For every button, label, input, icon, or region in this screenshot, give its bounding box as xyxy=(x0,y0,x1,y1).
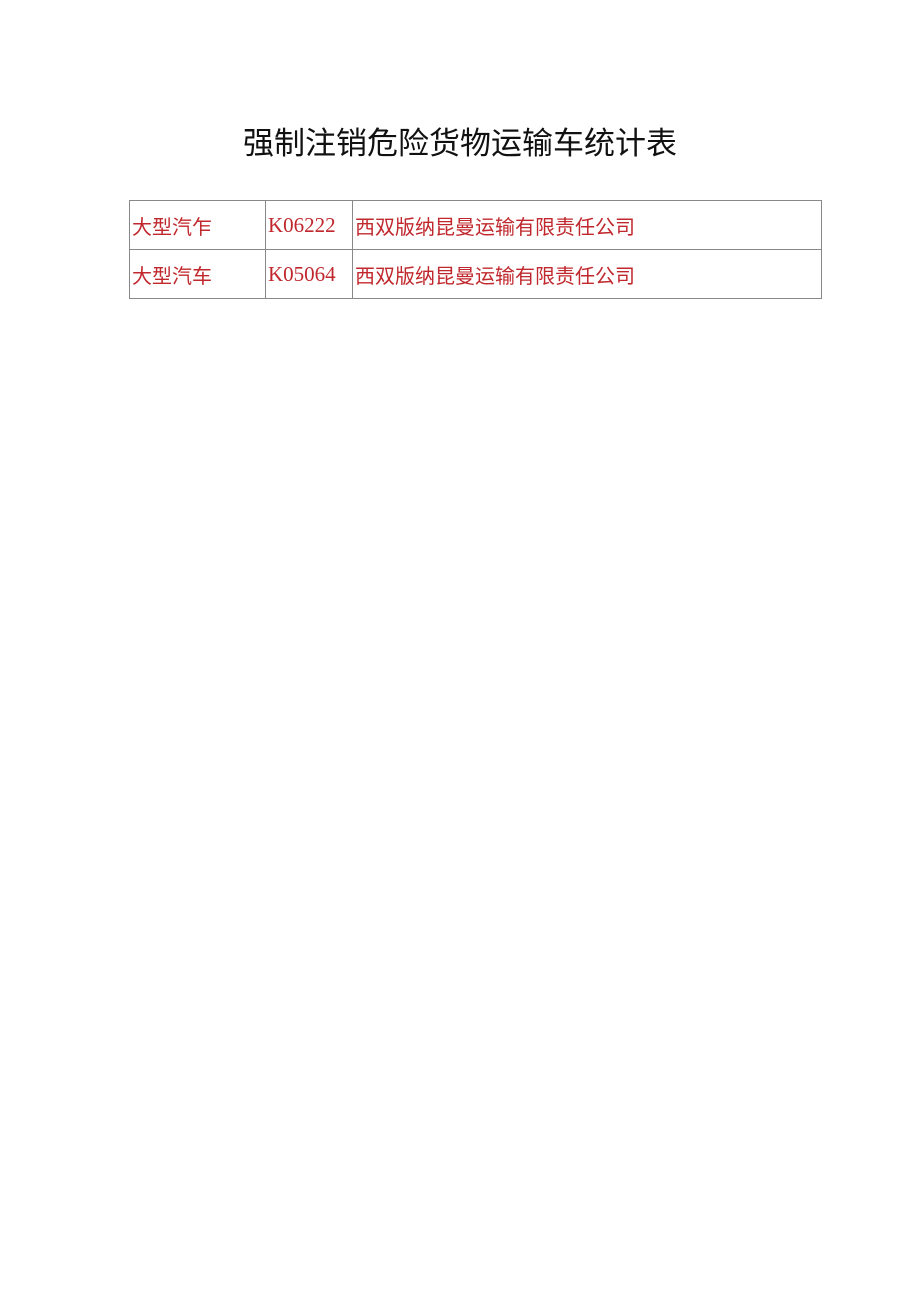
vehicle-table: 大型汽乍 K06222 西双版纳昆曼运输有限责任公司 大型汽车 K05064 西… xyxy=(129,200,822,299)
company-cell: 西双版纳昆曼运输有限责任公司 xyxy=(352,249,822,299)
plate-cell: K05064 xyxy=(265,249,353,299)
table-row: 大型汽车 K05064 西双版纳昆曼运输有限责任公司 xyxy=(129,249,822,299)
company-cell: 西双版纳昆曼运输有限责任公司 xyxy=(352,200,822,250)
document-title: 强制注销危险货物运输车统计表 xyxy=(243,126,677,162)
vehicle-type-cell: 大型汽乍 xyxy=(129,200,266,250)
table-row: 大型汽乍 K06222 西双版纳昆曼运输有限责任公司 xyxy=(129,200,822,250)
plate-cell: K06222 xyxy=(265,200,353,250)
vehicle-type-cell: 大型汽车 xyxy=(129,249,266,299)
